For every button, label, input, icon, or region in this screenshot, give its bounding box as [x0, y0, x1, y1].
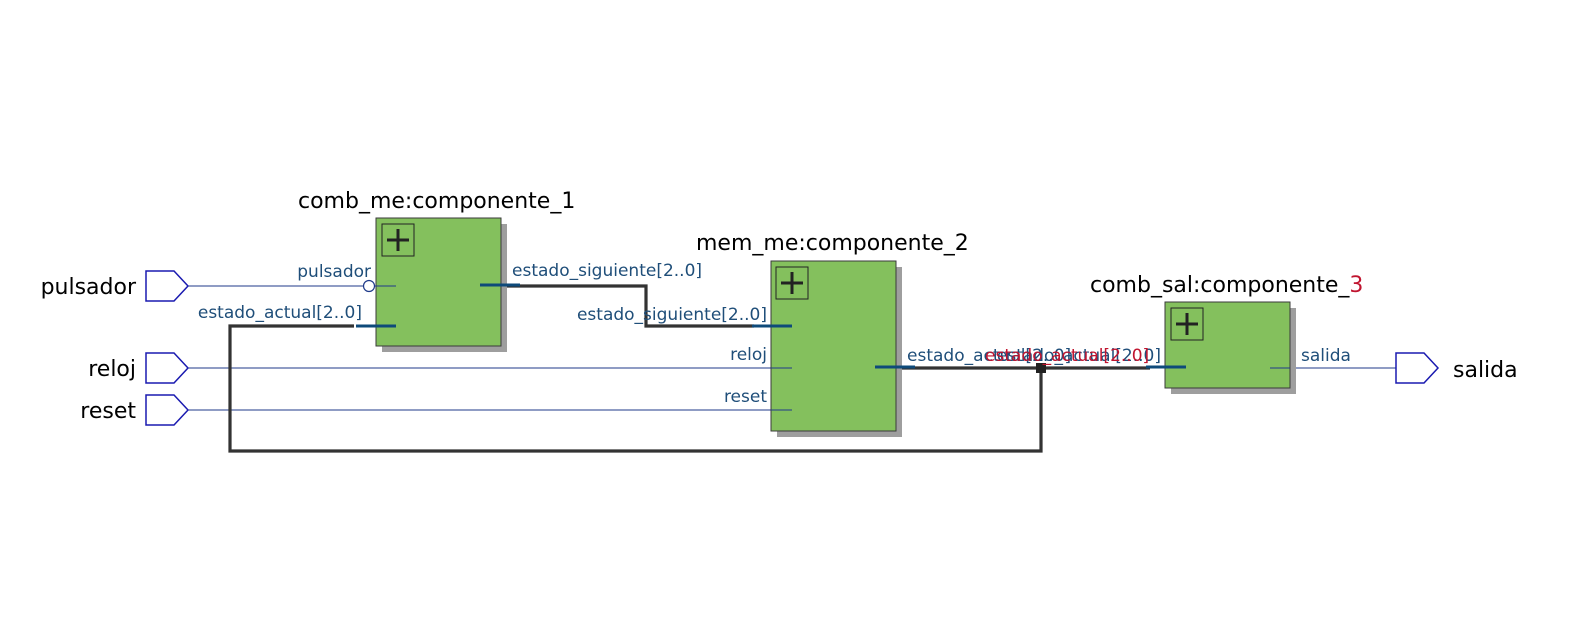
inverter-bubble-icon — [362, 279, 376, 293]
component-title-suffix: 3 — [1349, 273, 1363, 298]
input-port-pulsador[interactable]: pulsador — [41, 270, 190, 302]
pin-label-salida: salida — [1301, 346, 1351, 366]
expand-plus-icon[interactable] — [775, 266, 809, 300]
component-mem-me[interactable]: mem_me:componente_2 estado_siguiente[2..… — [577, 231, 1071, 437]
component-comb-me[interactable]: comb_me:componente_1 pulsador estado_act… — [198, 189, 702, 352]
pin-label-pulsador: pulsador — [297, 262, 371, 282]
pin-label-estado-siguiente: estado_siguiente[2..0] — [577, 305, 767, 325]
input-port-icon — [145, 352, 190, 384]
component-comb-sal[interactable]: comb_sal:componente_3 estado_actual[2..0… — [997, 273, 1364, 394]
pin-label-estado-siguiente: estado_siguiente[2..0] — [512, 261, 702, 281]
pin-label-reloj: reloj — [730, 345, 767, 365]
pin-label-reset: reset — [724, 387, 767, 407]
expand-plus-icon[interactable] — [381, 223, 415, 257]
component-title: mem_me:componente_2 — [696, 231, 969, 256]
port-label-reset: reset — [80, 399, 136, 424]
pin-label-estado-actual: estado_actual[2..0] — [198, 303, 362, 323]
output-port-salida[interactable]: salida — [1395, 352, 1518, 384]
input-port-reset[interactable]: reset — [80, 394, 190, 426]
port-label-salida: salida — [1453, 358, 1518, 383]
component-title: comb_me:componente_1 — [298, 189, 575, 214]
bus-estado-actual-feedback — [228, 324, 1043, 453]
input-port-reloj[interactable]: reloj — [88, 352, 190, 384]
port-label-reloj: reloj — [88, 357, 136, 382]
junction-dot-icon — [1036, 363, 1046, 373]
input-port-icon — [145, 270, 190, 302]
port-label-pulsador: pulsador — [41, 275, 137, 300]
pin-label-estado-actual: estado_actual[2..0] — [997, 346, 1161, 366]
input-port-icon — [145, 394, 190, 426]
output-port-icon — [1395, 352, 1440, 384]
bus-estado-siguiente — [480, 284, 754, 328]
component-title: comb_sal:componente_3 — [1090, 273, 1363, 298]
component-title-main: comb_sal:componente_ — [1090, 273, 1350, 298]
expand-plus-icon[interactable] — [1170, 307, 1204, 341]
pin-label-estado-actual: estado_actual[2..0] — [907, 346, 1071, 366]
net-label-overlap: estado_actual[2..0] — [985, 346, 1149, 366]
